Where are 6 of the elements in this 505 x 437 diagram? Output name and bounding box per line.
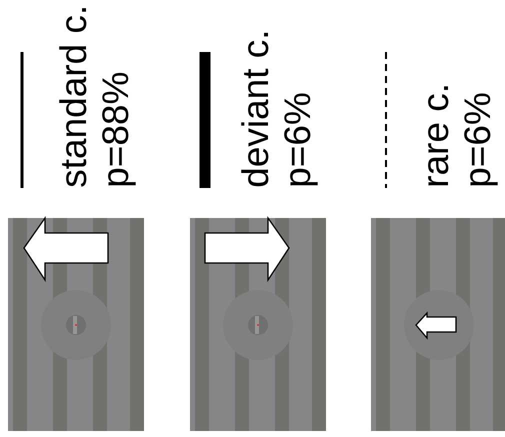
legend-text: deviant c. (241, 32, 268, 186)
probability-label: p=6% (464, 93, 498, 186)
legend-text: rare c. (428, 86, 448, 186)
probability-label: p=6% (284, 93, 318, 186)
probability-label: p=88% (102, 72, 136, 186)
legend-text: standard c. (59, 8, 86, 187)
